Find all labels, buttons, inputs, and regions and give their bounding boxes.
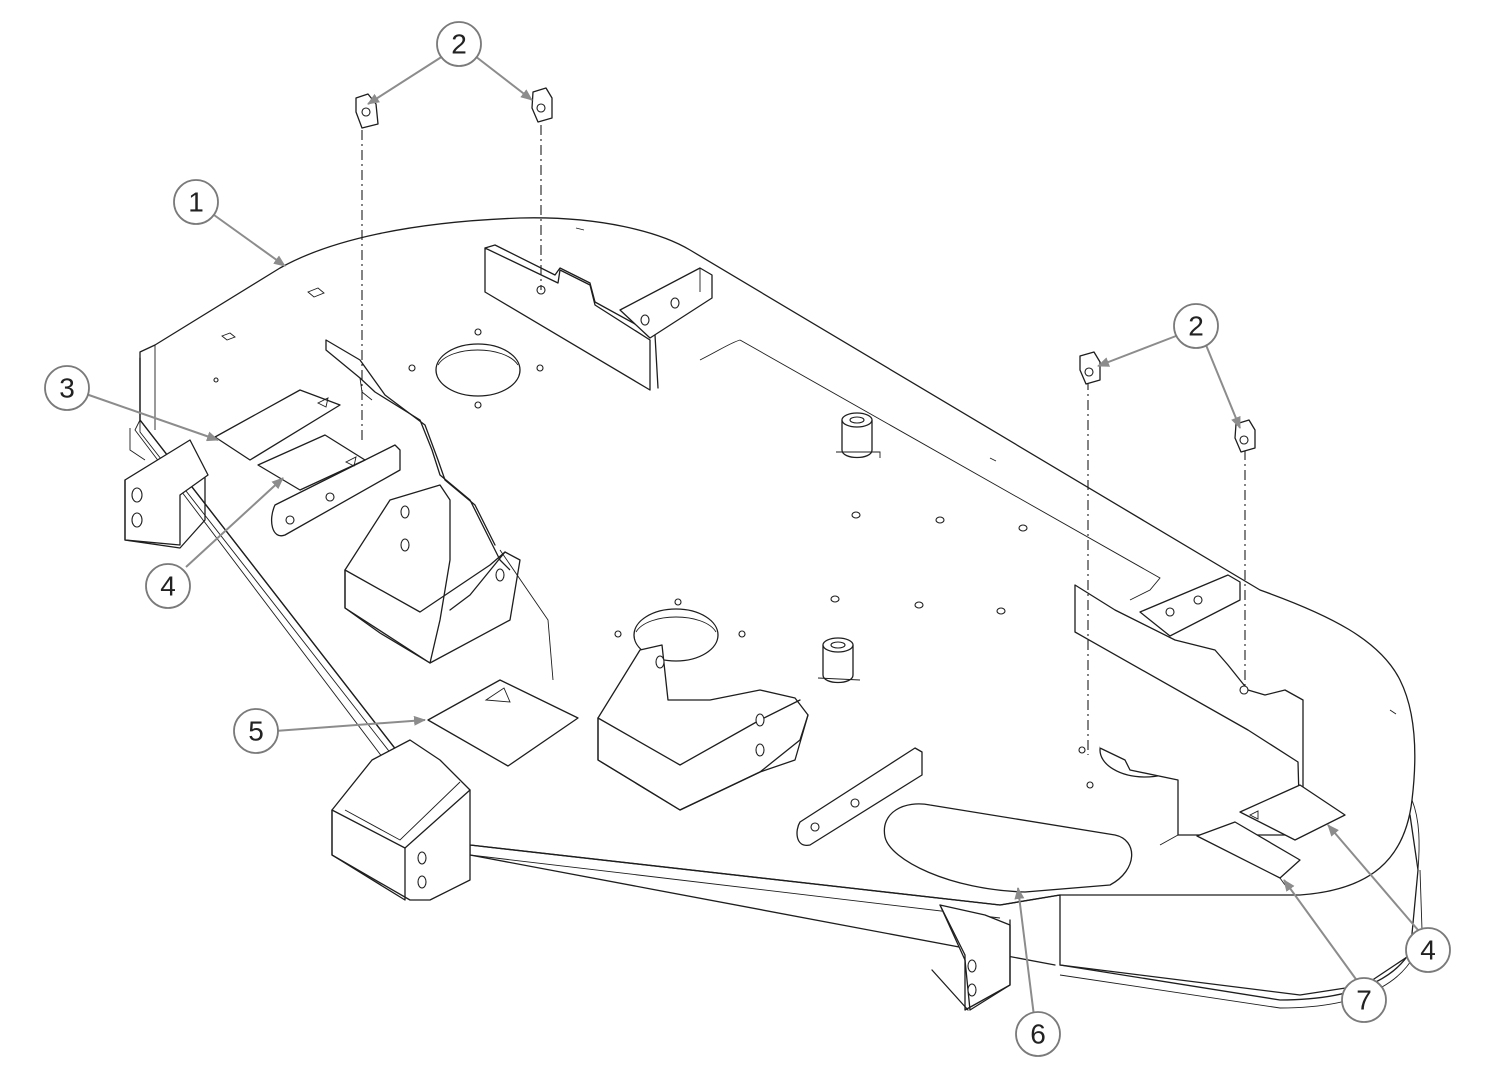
clip-nuts: [355, 87, 1256, 755]
callout-1: 1: [173, 179, 219, 225]
left-front-gauge-bracket: [344, 484, 554, 681]
left-hanger-bracket: [271, 444, 401, 537]
decal-item-6-opening: [883, 803, 1133, 893]
left-baffle: [325, 339, 511, 571]
leader-lines: [85, 55, 1419, 1017]
svg-text:2: 2: [1188, 311, 1204, 342]
left-rear-arm-mount: [124, 428, 209, 549]
svg-text:6: 6: [1030, 1019, 1046, 1050]
svg-text:2: 2: [451, 29, 467, 60]
front-left-corner-mount: [331, 739, 471, 901]
mower-deck-housing: [134, 217, 1423, 1009]
deck-mounting-holes: [830, 511, 1028, 615]
callout-5: 5: [233, 708, 279, 754]
decal-item-5: [427, 679, 579, 767]
svg-text:5: 5: [248, 716, 264, 747]
svg-text:3: 3: [59, 373, 75, 404]
callout-4-right: 4: [1405, 927, 1451, 973]
front-right-corner-mount: [931, 904, 1011, 1011]
callout-2-right: 2: [1173, 303, 1219, 349]
deck-posts: [817, 412, 881, 684]
decal-item-4-right: [1239, 784, 1346, 841]
callout-3: 3: [44, 365, 90, 411]
callout-4-left: 4: [145, 563, 191, 609]
callout-7: 7: [1341, 977, 1387, 1023]
clip-nut-3: [1079, 351, 1101, 385]
decal-item-3: [214, 389, 341, 461]
svg-text:7: 7: [1356, 985, 1372, 1016]
rear-baffle: [484, 244, 713, 391]
decal-item-4-left: [257, 434, 366, 491]
front-hanger-bracket: [796, 747, 923, 846]
svg-text:1: 1: [188, 187, 204, 218]
callout-6: 6: [1015, 1011, 1061, 1057]
center-front-gauge-bracket: [597, 644, 809, 811]
svg-text:4: 4: [1420, 935, 1436, 966]
clip-nut-2: [531, 87, 553, 123]
callout-2-top: 2: [436, 21, 482, 67]
svg-text:4: 4: [160, 571, 176, 602]
